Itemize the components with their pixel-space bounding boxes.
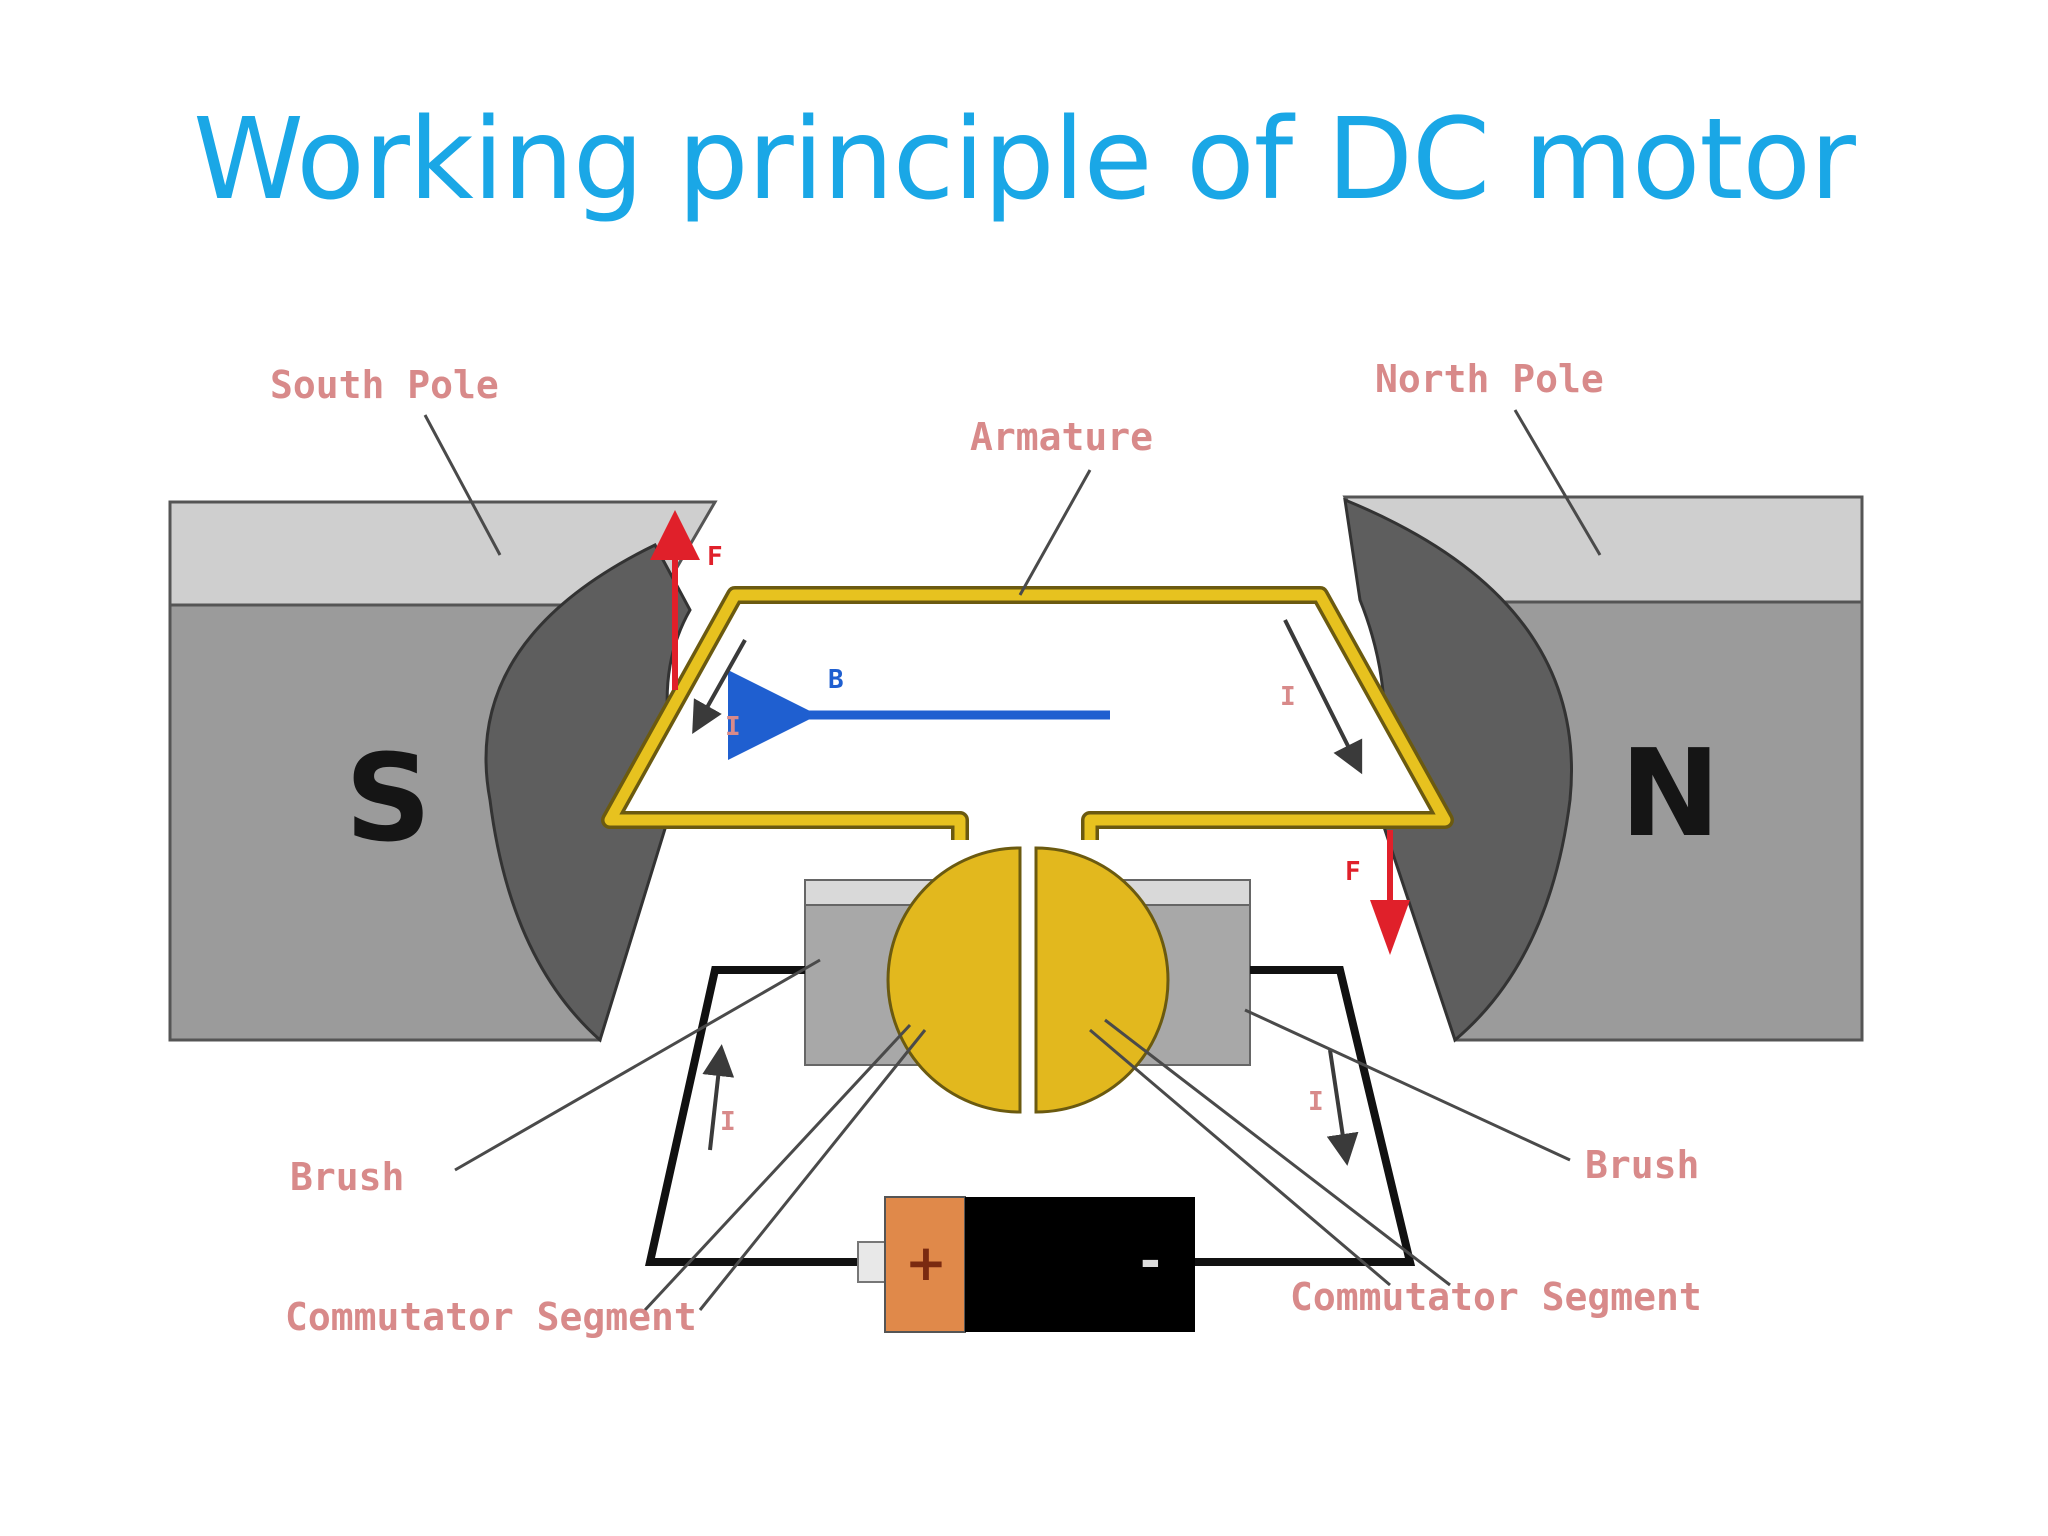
commutator-segment-right — [1034, 846, 1170, 1114]
battery-minus-sign: - — [1140, 1232, 1161, 1290]
label-commutator-left: Commutator Segment — [285, 1295, 697, 1339]
external-circuit — [645, 966, 1416, 1266]
battery-body — [965, 1197, 1195, 1332]
battery-plus-cap — [884, 1196, 966, 1333]
commutator-segment-left — [886, 846, 1022, 1114]
force-label-bottom: F — [1345, 857, 1361, 887]
leader-lines — [423, 409, 1602, 1312]
south-pole-face — [484, 543, 692, 1043]
pole-letter-n: N — [1620, 725, 1720, 864]
label-commutator-right: Commutator Segment — [1290, 1275, 1702, 1319]
force-arrow-top: F — [650, 510, 723, 690]
battery-plus-sign: + — [905, 1234, 947, 1292]
force-arrow-bottom: F — [1345, 830, 1410, 955]
pole-letter-s: S — [345, 730, 431, 869]
current-label-loop-right: I — [1280, 682, 1296, 712]
current-arrows: I I I I — [692, 619, 1363, 1166]
armature-loop — [601, 586, 1454, 840]
force-label-top: F — [707, 542, 723, 572]
label-south-pole: South Pole — [270, 363, 499, 407]
current-label-left: I — [720, 1107, 736, 1137]
commutator — [886, 846, 1170, 1114]
field-label: B — [828, 665, 844, 695]
south-magnet: S — [168, 500, 718, 1043]
label-brush-right: Brush — [1585, 1143, 1699, 1187]
label-north-pole: North Pole — [1375, 357, 1604, 401]
label-brush-left: Brush — [290, 1155, 404, 1199]
north-magnet: N — [1342, 495, 1864, 1043]
current-label-loop-left: I — [725, 712, 741, 742]
battery: + - — [857, 1196, 1195, 1333]
slide-title: Working principle of DC motor — [193, 95, 1856, 225]
current-label-right: I — [1308, 1087, 1324, 1117]
magnetic-field-arrow: B — [728, 665, 1110, 760]
label-armature: Armature — [970, 415, 1153, 459]
